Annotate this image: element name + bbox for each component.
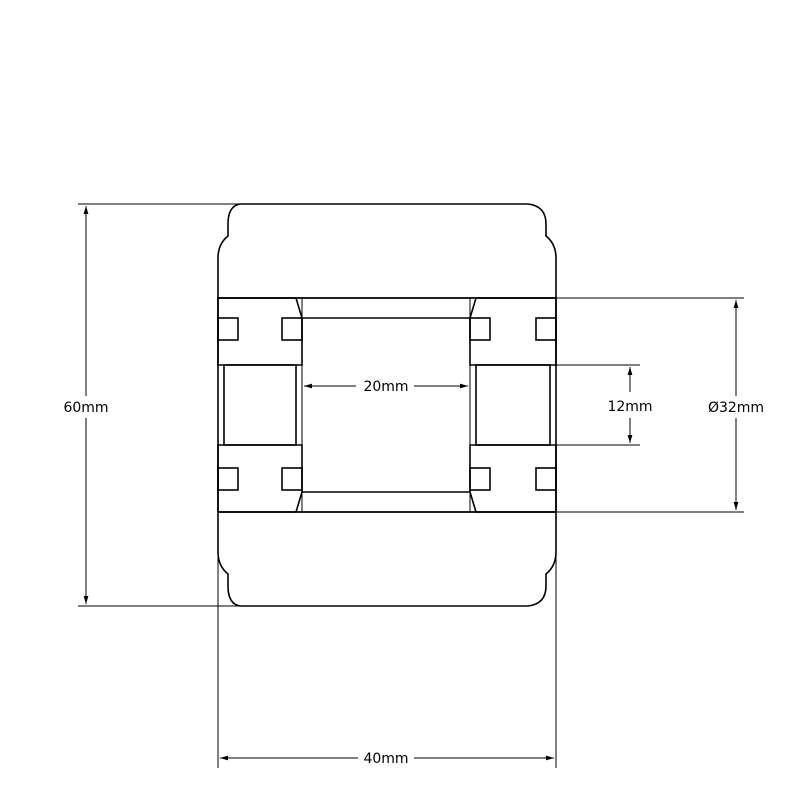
top-tyre-section bbox=[217, 203, 557, 299]
diameter-label: Ø32mm bbox=[708, 400, 764, 416]
left-bearing bbox=[217, 297, 303, 513]
bottom-tyre-section bbox=[217, 511, 557, 607]
diameter-dimension: Ø32mm bbox=[556, 297, 774, 513]
bore-length-label: 20mm bbox=[363, 379, 408, 395]
width-dimension: 40mm bbox=[217, 512, 557, 768]
bearing-width-dimension: 12mm bbox=[550, 364, 653, 446]
height-label: 60mm bbox=[63, 400, 108, 416]
right-bearing bbox=[469, 297, 557, 513]
hub-outline bbox=[217, 297, 557, 513]
height-dimension: 60mm bbox=[56, 203, 240, 607]
width-label: 40mm bbox=[363, 751, 408, 767]
bore-length-dimension: 20mm bbox=[304, 379, 468, 395]
bearing-width-label: 12mm bbox=[607, 399, 652, 415]
